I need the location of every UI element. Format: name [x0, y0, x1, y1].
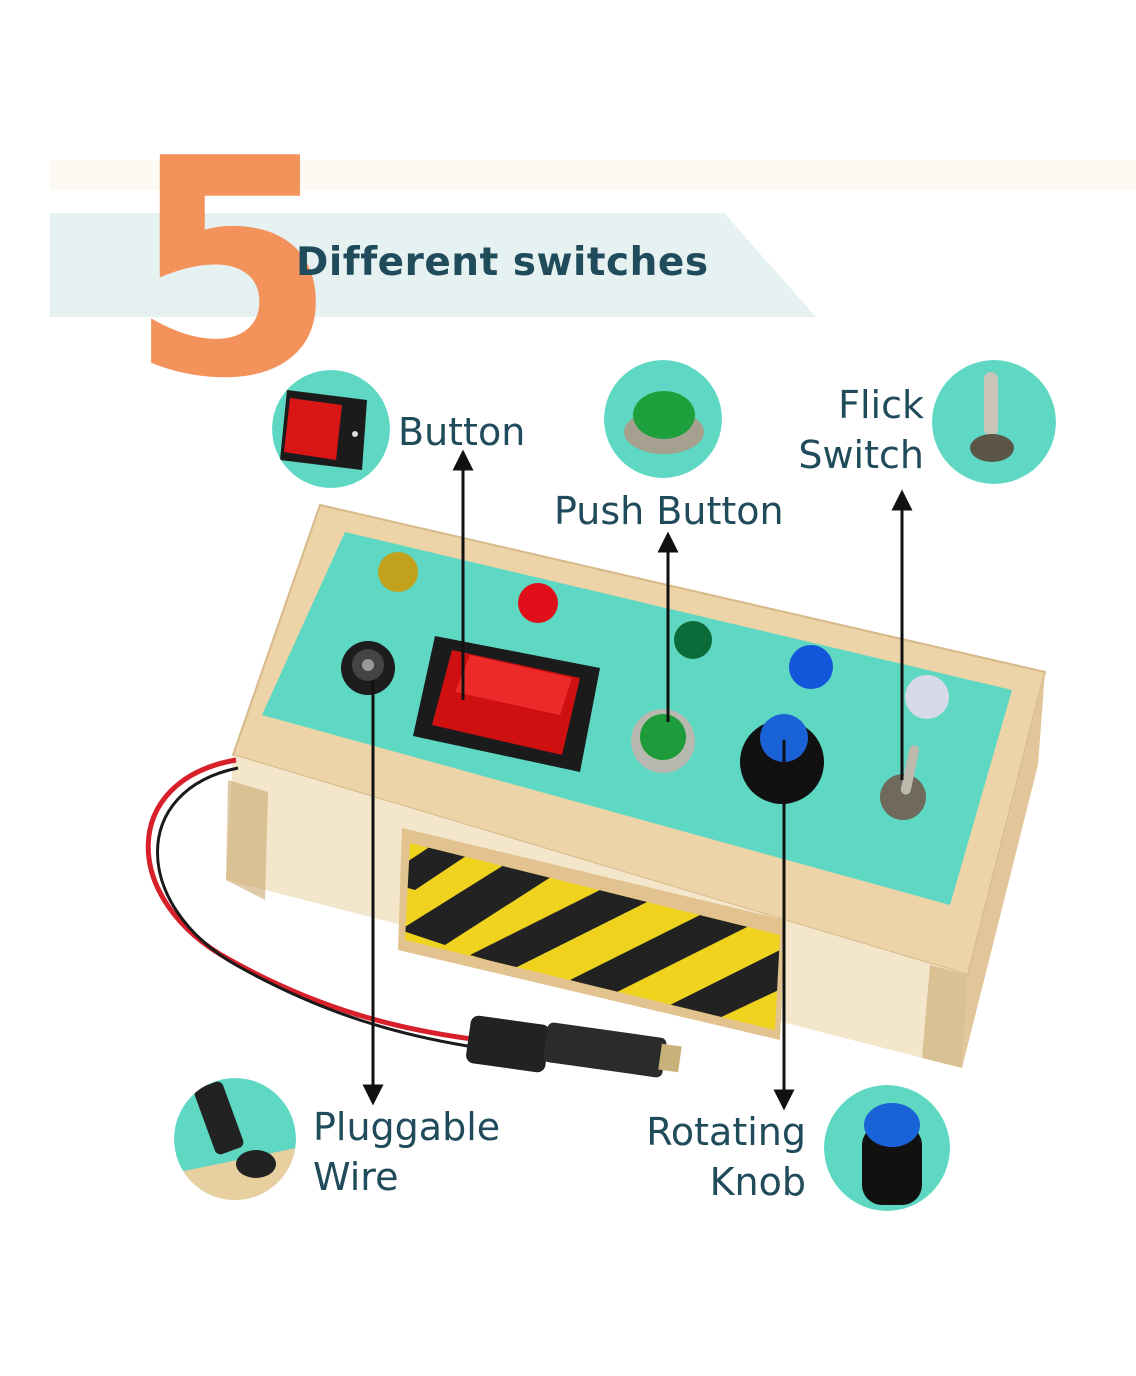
- label-flick-switch: Flick Switch: [798, 383, 924, 477]
- pluggable-wire-detail-circle: [174, 1078, 296, 1200]
- led-white: [905, 675, 949, 719]
- label-button: Button: [398, 410, 526, 454]
- headline-text: Different switches: [296, 240, 709, 285]
- rotating-knob-detail-circle: [824, 1085, 950, 1211]
- push-button: [631, 709, 695, 773]
- dc-jack: [341, 641, 395, 695]
- hazard-plate: [398, 828, 785, 1040]
- led-red: [518, 583, 558, 623]
- headline-banner: [50, 213, 816, 317]
- cream-band: [50, 160, 1136, 190]
- headline-number: 5: [128, 95, 337, 444]
- led-amber: [378, 552, 418, 592]
- button-detail-circle: [272, 370, 390, 488]
- rocker-switch: [413, 636, 600, 772]
- led-blue: [789, 645, 833, 689]
- rotating-knob: [740, 714, 824, 804]
- label-pluggable-wire: Pluggable Wire: [313, 1105, 501, 1199]
- flick-switch-detail-circle: [932, 360, 1056, 484]
- toggle-switch: [880, 745, 926, 820]
- label-rotating-knob: Rotating Knob: [646, 1110, 806, 1204]
- barrel-plug: [466, 1015, 682, 1078]
- label-push-button: Push Button: [554, 489, 784, 533]
- push-button-detail-circle: [604, 360, 722, 478]
- teal-panel: [262, 532, 1012, 905]
- led-dark-green: [674, 621, 712, 659]
